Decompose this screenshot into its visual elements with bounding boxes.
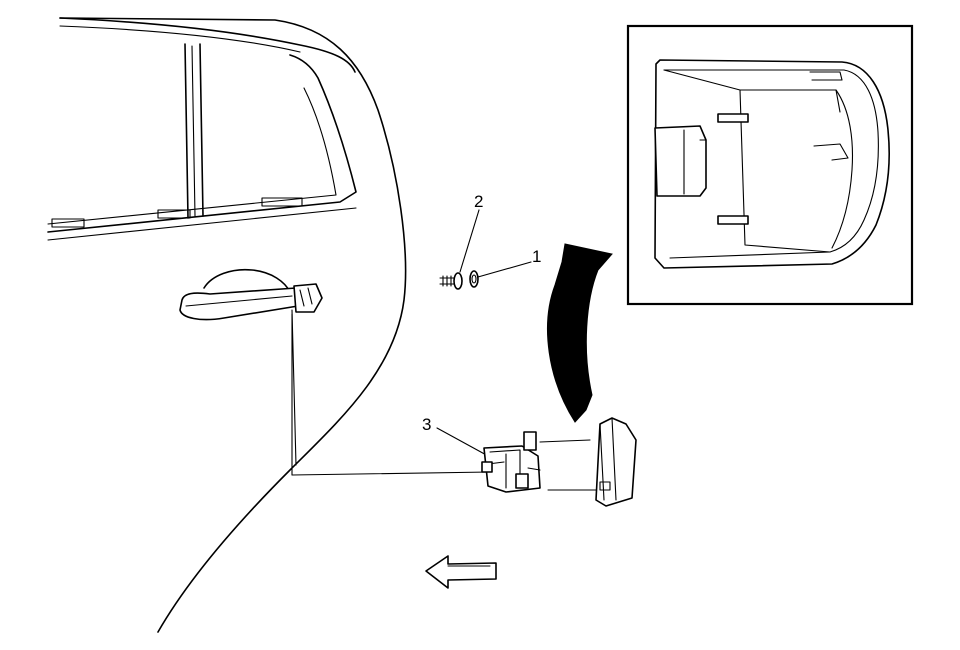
- detail-inset: [626, 24, 914, 306]
- callout-1: 1: [532, 247, 541, 266]
- front-direction-arrow-icon: [425, 555, 497, 589]
- door-handle: [179, 268, 323, 321]
- end-cap: [595, 417, 637, 507]
- callout-2: 2: [474, 192, 483, 211]
- fastener-washer: [469, 270, 479, 288]
- vehicle-door: [47, 17, 407, 633]
- callout-3: 3: [422, 415, 431, 434]
- fastener-bolt: [439, 272, 463, 290]
- handle-bracket: [481, 431, 541, 493]
- leader-lines: [291, 209, 599, 491]
- curved-arrow-icon: [547, 243, 613, 423]
